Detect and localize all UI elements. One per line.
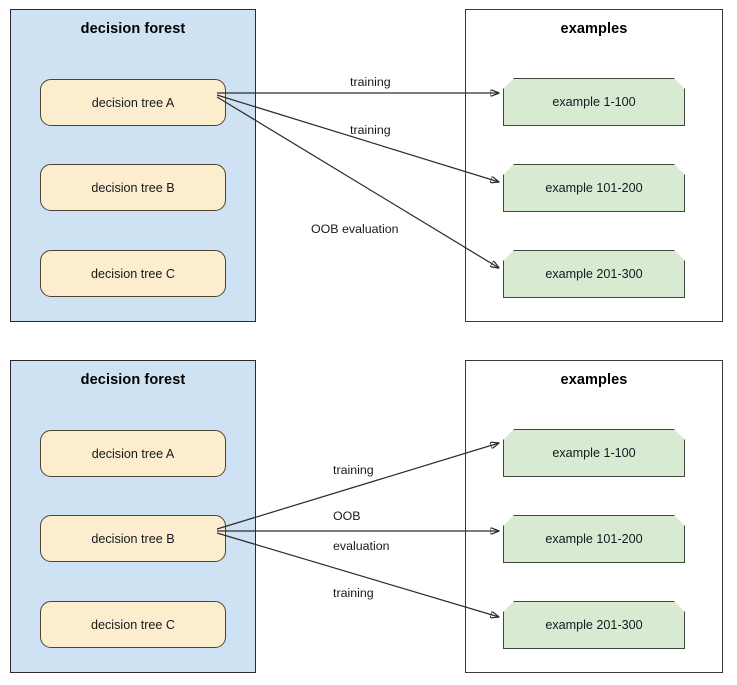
edge-label-oob-line1: OOB [333, 509, 361, 523]
decision-tree-b-box-2[interactable]: decision tree B [40, 515, 226, 562]
decision-forest-title: decision forest [80, 21, 186, 37]
decision-forest-panel-2: decision forest decision tree A decision… [10, 360, 256, 673]
decision-tree-b-box[interactable]: decision tree B [40, 164, 226, 211]
arrow-training-2 [216, 94, 499, 182]
edge-label-training-1-b: training [333, 463, 374, 477]
decision-tree-b-label-2: decision tree B [91, 531, 175, 546]
edge-label-training-2: training [350, 123, 391, 137]
decision-forest-panel: decision forest decision tree A decision… [10, 9, 256, 322]
decision-tree-a-label-2: decision tree A [91, 446, 175, 461]
examples-title-2: examples [560, 372, 628, 388]
example-101-200-box[interactable]: example 101-200 [503, 164, 685, 212]
decision-tree-c-box[interactable]: decision tree C [40, 250, 226, 297]
decision-tree-c-label: decision tree C [91, 266, 175, 281]
decision-tree-a-label: decision tree A [91, 95, 175, 110]
example-1-100-box[interactable]: example 1-100 [503, 78, 685, 126]
example-101-200-label: example 101-200 [545, 181, 643, 195]
examples-title: examples [560, 21, 628, 37]
decision-tree-c-box-2[interactable]: decision tree C [40, 601, 226, 648]
example-1-100-label: example 1-100 [552, 95, 636, 109]
example-201-300-label: example 201-300 [545, 267, 643, 281]
edge-label-training-1: training [350, 75, 391, 89]
decision-tree-a-box[interactable]: decision tree A [40, 79, 226, 126]
edge-label-training-2-b: training [333, 586, 374, 600]
example-101-200-label-2: example 101-200 [545, 532, 643, 546]
decision-forest-title-2: decision forest [80, 372, 186, 388]
examples-panel: examples example 1-100 example 101-200 e… [465, 9, 723, 322]
example-201-300-box-2[interactable]: example 201-300 [503, 601, 685, 649]
edge-label-oob-line2: evaluation [333, 539, 390, 553]
example-101-200-box-2[interactable]: example 101-200 [503, 515, 685, 563]
example-201-300-box[interactable]: example 201-300 [503, 250, 685, 298]
edge-label-oob-evaluation: OOB evaluation [311, 222, 399, 236]
example-1-100-box-2[interactable]: example 1-100 [503, 429, 685, 477]
decision-tree-c-label-2: decision tree C [91, 617, 175, 632]
diagram-oob-tree-a: decision forest decision tree A decision… [0, 0, 737, 334]
decision-tree-a-box-2[interactable]: decision tree A [40, 430, 226, 477]
examples-panel-2: examples example 1-100 example 101-200 e… [465, 360, 723, 673]
example-201-300-label-2: example 201-300 [545, 618, 643, 632]
diagram-oob-tree-b: decision forest decision tree A decision… [0, 351, 737, 685]
example-1-100-label-2: example 1-100 [552, 446, 636, 460]
decision-tree-b-label: decision tree B [91, 180, 175, 195]
